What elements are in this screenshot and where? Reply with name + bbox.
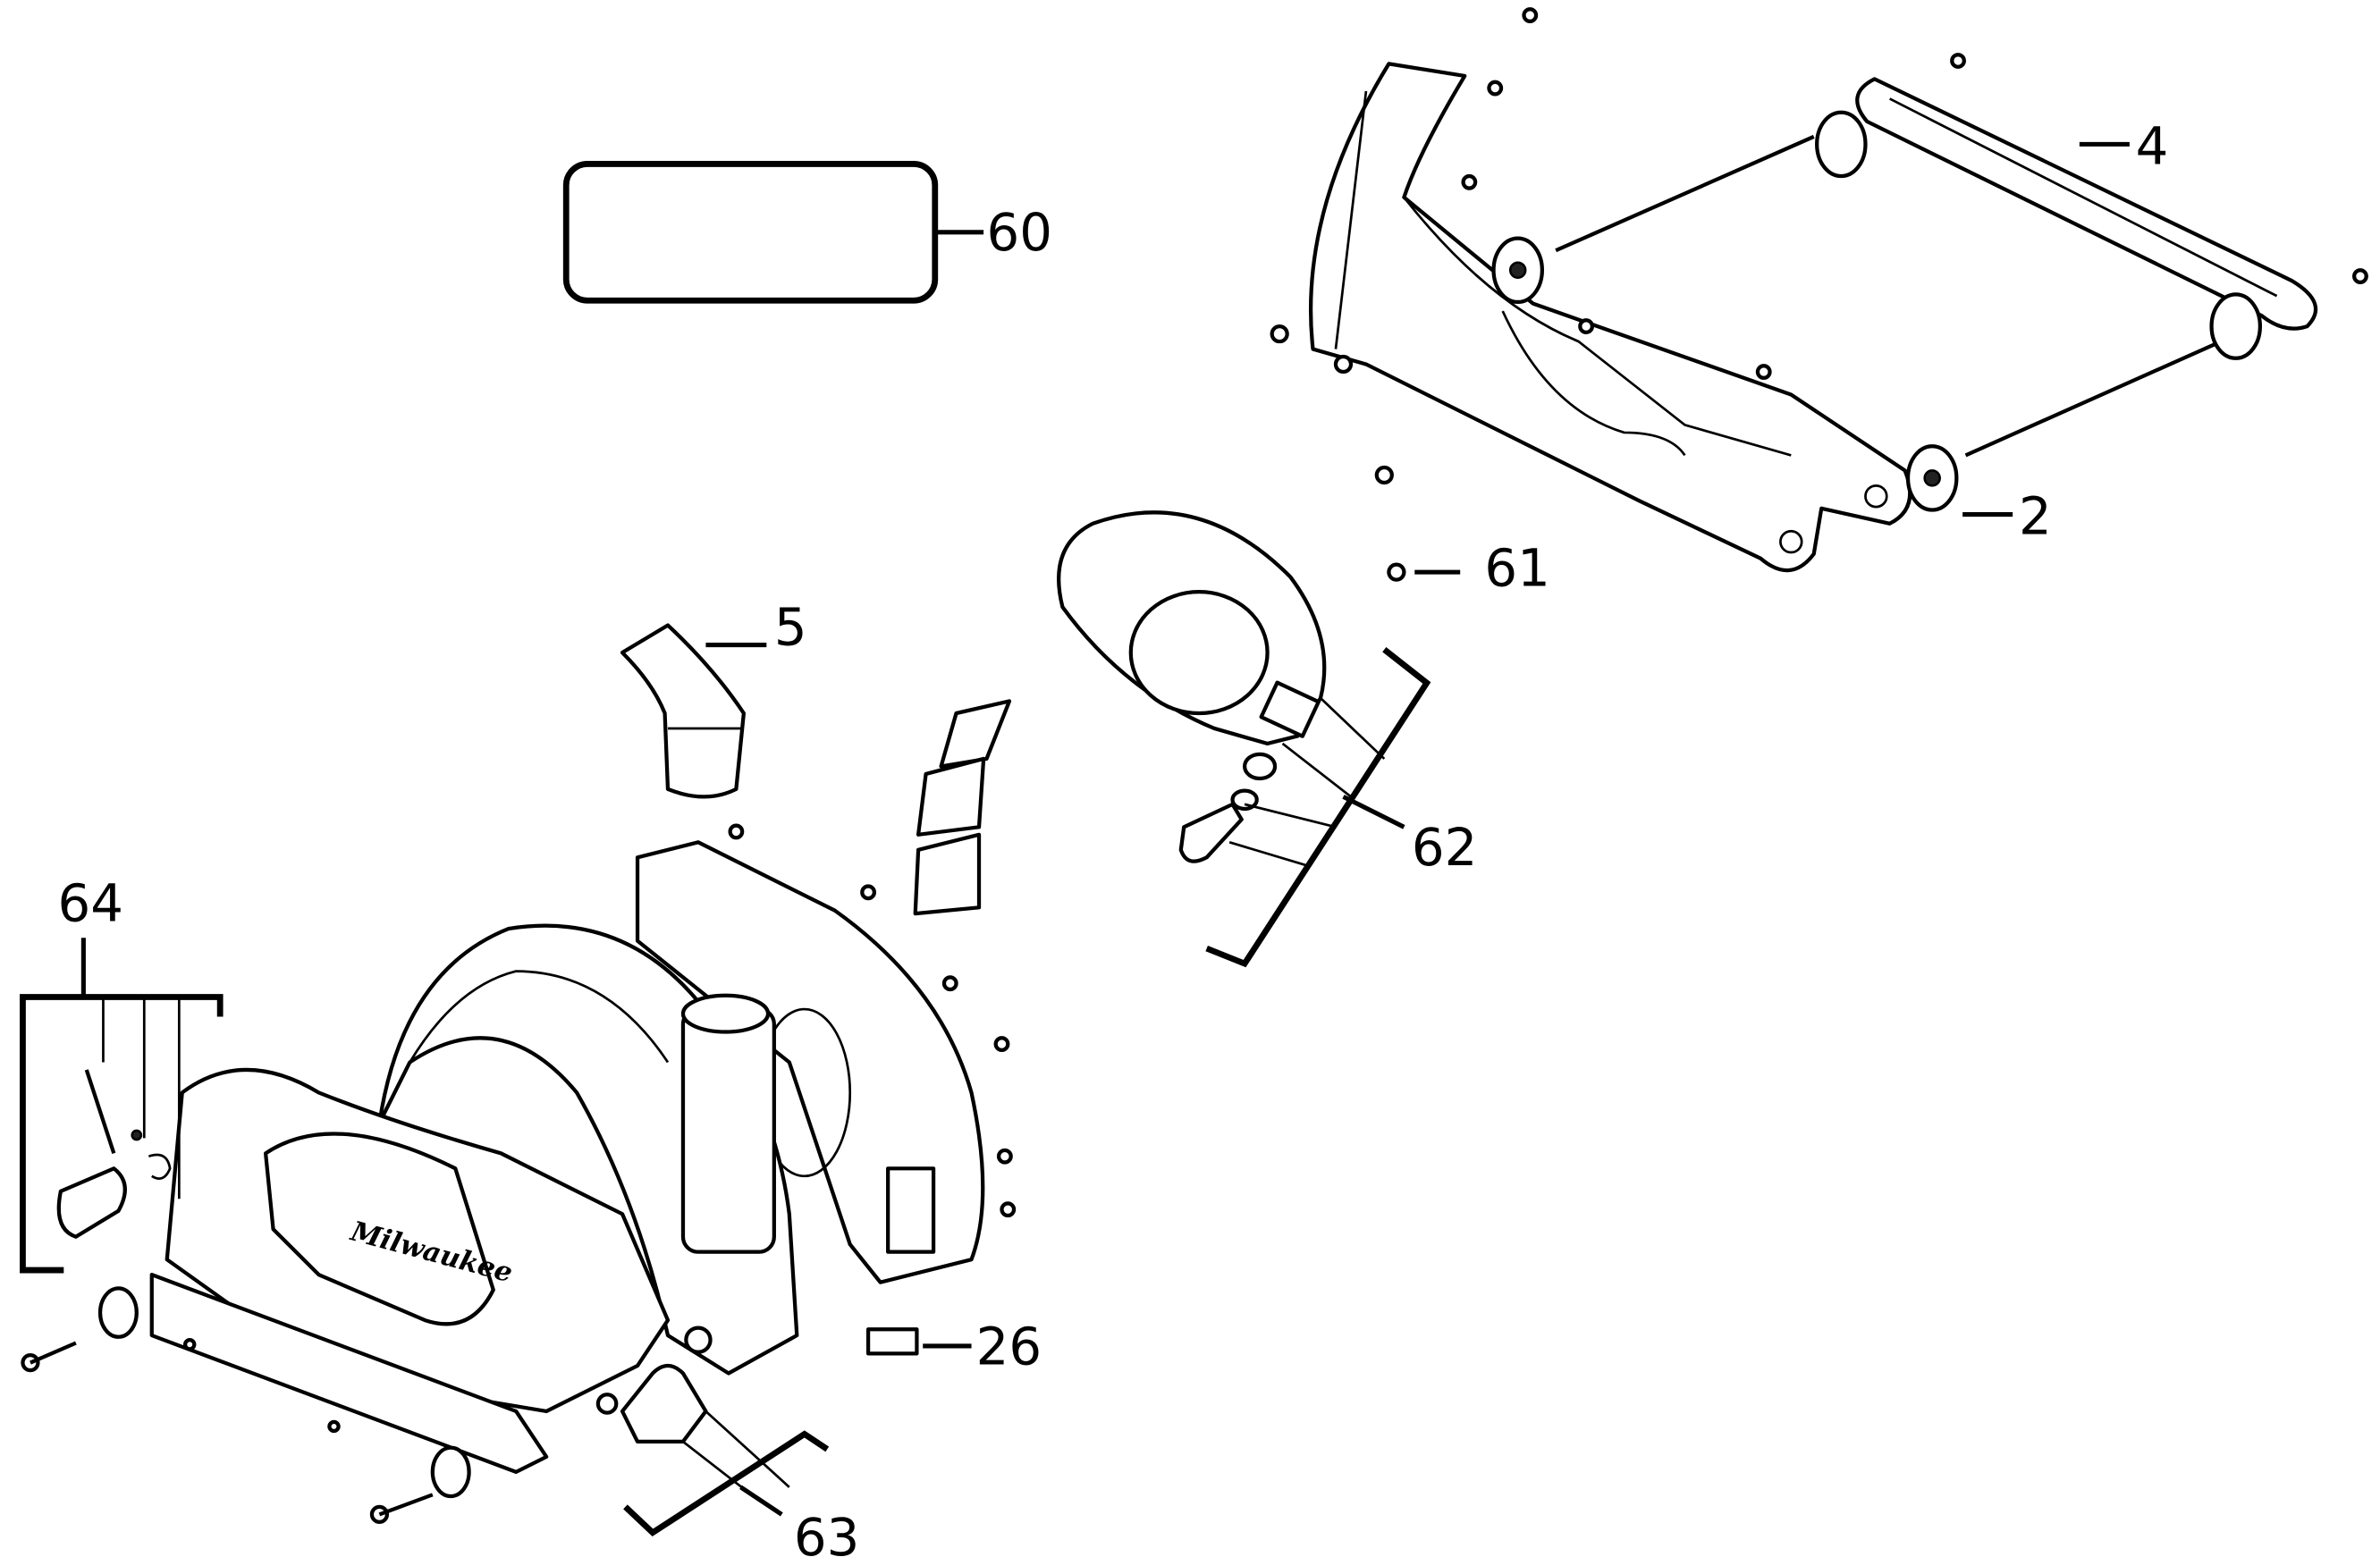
screws <box>1270 7 2368 582</box>
part-63-shoe-kit: 63 <box>620 1363 859 1557</box>
part-62-clamp-kit: 62 <box>1057 510 1477 968</box>
callout-4: 4 <box>2136 115 2169 176</box>
stickers <box>913 699 1012 916</box>
callout-2: 2 <box>2019 486 2052 547</box>
part-60-label-plate: 60 <box>562 161 1052 304</box>
callout-64: 64 <box>58 873 123 934</box>
callout-61: 61 <box>1484 537 1549 598</box>
part-64-lever-kit: 64 <box>20 873 224 1274</box>
arm-assembly: 4 2 61 <box>1270 7 2368 598</box>
callout-63: 63 <box>794 1507 859 1557</box>
callout-26: 26 <box>976 1316 1042 1376</box>
callout-60: 60 <box>987 202 1052 263</box>
callout-5: 5 <box>774 597 807 658</box>
part-5-dust-port-elbow: 5 <box>620 597 807 799</box>
saw-guard: Milwaukee <box>21 923 799 1524</box>
part-26-pad: 26 <box>865 1316 1042 1376</box>
callout-62: 62 <box>1412 817 1477 878</box>
cover-plate <box>635 823 1017 1284</box>
